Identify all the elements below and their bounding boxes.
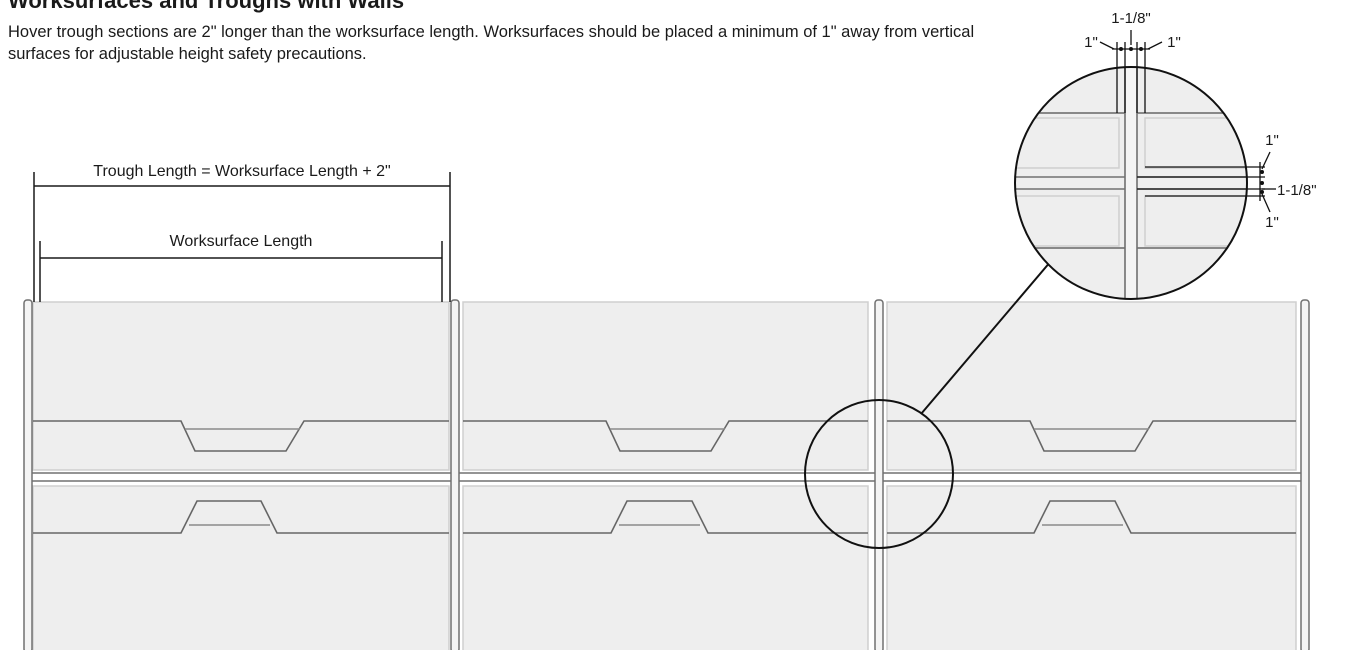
worksurface-bay3-upper — [887, 420, 1296, 452]
worksurface-bay2-lower — [463, 500, 868, 534]
detail-circle-outline — [1014, 66, 1248, 300]
wall-panel-bay1-upper — [32, 301, 450, 471]
detail-magnified-view — [1014, 66, 1248, 300]
detail-right-total-label: 1-1/8" — [1277, 182, 1317, 199]
post-mid-left — [450, 299, 460, 650]
detail-right-dimensions — [1137, 151, 1276, 213]
worksurface-bay2-upper — [463, 420, 868, 452]
detail-right-top-gap-label: 1" — [1265, 132, 1279, 149]
wall-panel-bay2-upper — [462, 301, 869, 471]
worksurface-bay1-upper — [33, 420, 449, 452]
description-text: Hover trough sections are 2" longer than… — [8, 23, 975, 63]
post-left — [23, 299, 33, 650]
wall-panel-bay1-lower — [32, 485, 450, 650]
focus-circle — [804, 399, 954, 549]
trough-length-label: Trough Length = Worksurface Length + 2" — [93, 163, 390, 180]
detail-right-bottom-gap-label: 1" — [1265, 214, 1279, 231]
detail-top-right-gap-label: 1" — [1167, 34, 1181, 51]
wall-panel-bay3-lower — [886, 485, 1297, 650]
detail-top-left-gap-label: 1" — [1084, 34, 1098, 51]
leader-line — [920, 260, 1052, 415]
worksurface-length-dimension — [39, 241, 443, 302]
vertical-posts — [23, 299, 1310, 650]
detail-top-dots — [1119, 47, 1143, 51]
horizontal-rail — [24, 472, 1306, 482]
detail-right-dots — [1260, 170, 1264, 194]
wall-panels — [32, 301, 1297, 650]
detail-top-total-label: 1-1/8" — [1111, 10, 1151, 27]
trough-length-dimension — [33, 172, 451, 302]
worksurfaces-lower — [33, 500, 1296, 534]
worksurface-length-label: Worksurface Length — [170, 233, 313, 250]
post-mid-right — [874, 299, 884, 650]
post-right — [1300, 299, 1310, 650]
page-title: Worksurfaces and Troughs with Walls — [8, 0, 405, 13]
wall-panel-bay2-lower — [462, 485, 869, 650]
worksurface-bay3-lower — [887, 500, 1296, 534]
worksurface-bay1-lower — [33, 500, 449, 534]
worksurfaces-upper — [33, 420, 1296, 452]
wall-panel-bay3-upper — [886, 301, 1297, 471]
